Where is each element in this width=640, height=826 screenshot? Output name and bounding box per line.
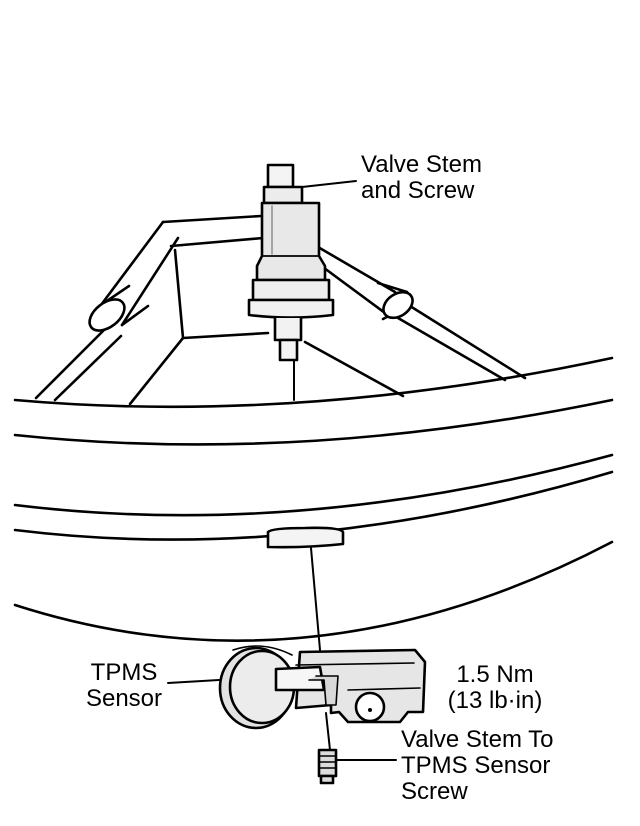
- label-line: Screw: [401, 778, 468, 805]
- rim-recess: [266, 526, 345, 549]
- label-line: Sensor: [85, 685, 163, 712]
- label-line: Valve Stem: [361, 151, 482, 178]
- valve-stem: [247, 163, 335, 362]
- label-torque-spec: 1.5 Nm (13 lb·in): [443, 662, 547, 714]
- label-line: and Screw: [361, 177, 475, 204]
- label-line: 1.5 Nm: [456, 661, 534, 688]
- mounting-frame: [34, 214, 527, 406]
- label-line: Valve Stem To: [401, 726, 554, 753]
- label-line: (13 lb·in): [447, 687, 543, 714]
- label-line: TPMS: [90, 659, 158, 686]
- label-valve-stem-and-screw: Valve Stem and Screw: [361, 152, 482, 204]
- label-tpms-sensor: TPMS Sensor: [78, 660, 170, 712]
- left-roller: [88, 284, 150, 332]
- sensor-screw: [317, 712, 338, 785]
- wheel-rim: [13, 356, 614, 642]
- tpms-sensor: [218, 645, 427, 730]
- label-sensor-screw: Valve Stem To TPMS Sensor Screw: [401, 727, 554, 805]
- label-line: TPMS Sensor: [401, 752, 551, 779]
- right-roller: [376, 281, 414, 321]
